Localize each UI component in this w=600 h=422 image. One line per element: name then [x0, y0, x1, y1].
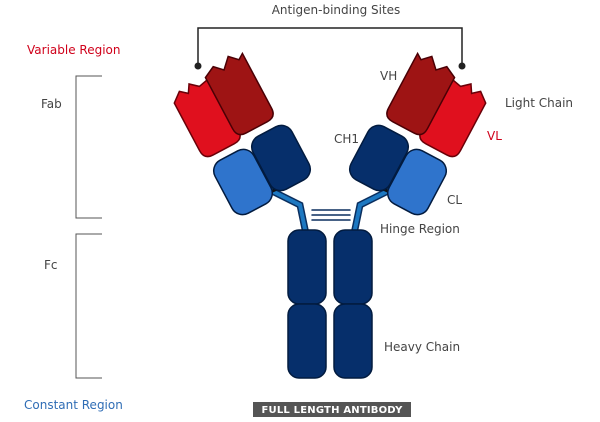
hinge-region: [266, 186, 394, 238]
fab-bracket: [75, 75, 102, 219]
right-ch3-domain: [333, 303, 373, 379]
light-chain-label: Light Chain: [505, 96, 573, 110]
left-vh-domain: [204, 51, 274, 136]
cl-label: CL: [447, 193, 462, 207]
left-ch1-domain: [250, 124, 312, 192]
left-fab-arm: [173, 51, 312, 216]
right-cl-domain: [386, 148, 448, 216]
right-ch1-domain: [348, 124, 410, 192]
fc-label: Fc: [44, 258, 58, 272]
left-vl-domain: [173, 76, 241, 158]
right-fab-arm: [348, 51, 487, 216]
caption-box: [253, 402, 411, 417]
left-cl-domain: [212, 148, 274, 216]
fc-bracket: [75, 233, 102, 379]
vh-label: VH: [380, 69, 397, 83]
fab-label: Fab: [41, 97, 62, 111]
right-vh-domain: [386, 51, 456, 136]
heavy-chain-label: Heavy Chain: [384, 340, 460, 354]
right-ch2-domain: [333, 229, 373, 305]
left-ch3-domain: [287, 303, 327, 379]
binding-site-dot-left: [194, 62, 202, 70]
ch1-label: CH1: [334, 132, 359, 146]
antigen-binding-bracket: [197, 27, 463, 66]
hinge-region-label: Hinge Region: [380, 222, 460, 236]
right-vl-domain: [419, 76, 487, 158]
constant-region-label: Constant Region: [24, 398, 123, 412]
variable-region-label: Variable Region: [27, 43, 120, 57]
left-ch2-domain: [287, 229, 327, 305]
caption-label: FULL LENGTH ANTIBODY: [261, 405, 403, 416]
vl-label: VL: [487, 129, 502, 143]
antigen-binding-sites-label: Antigen-binding Sites: [272, 3, 401, 17]
binding-site-dot-right: [458, 62, 466, 70]
fc-domains: [287, 229, 373, 379]
